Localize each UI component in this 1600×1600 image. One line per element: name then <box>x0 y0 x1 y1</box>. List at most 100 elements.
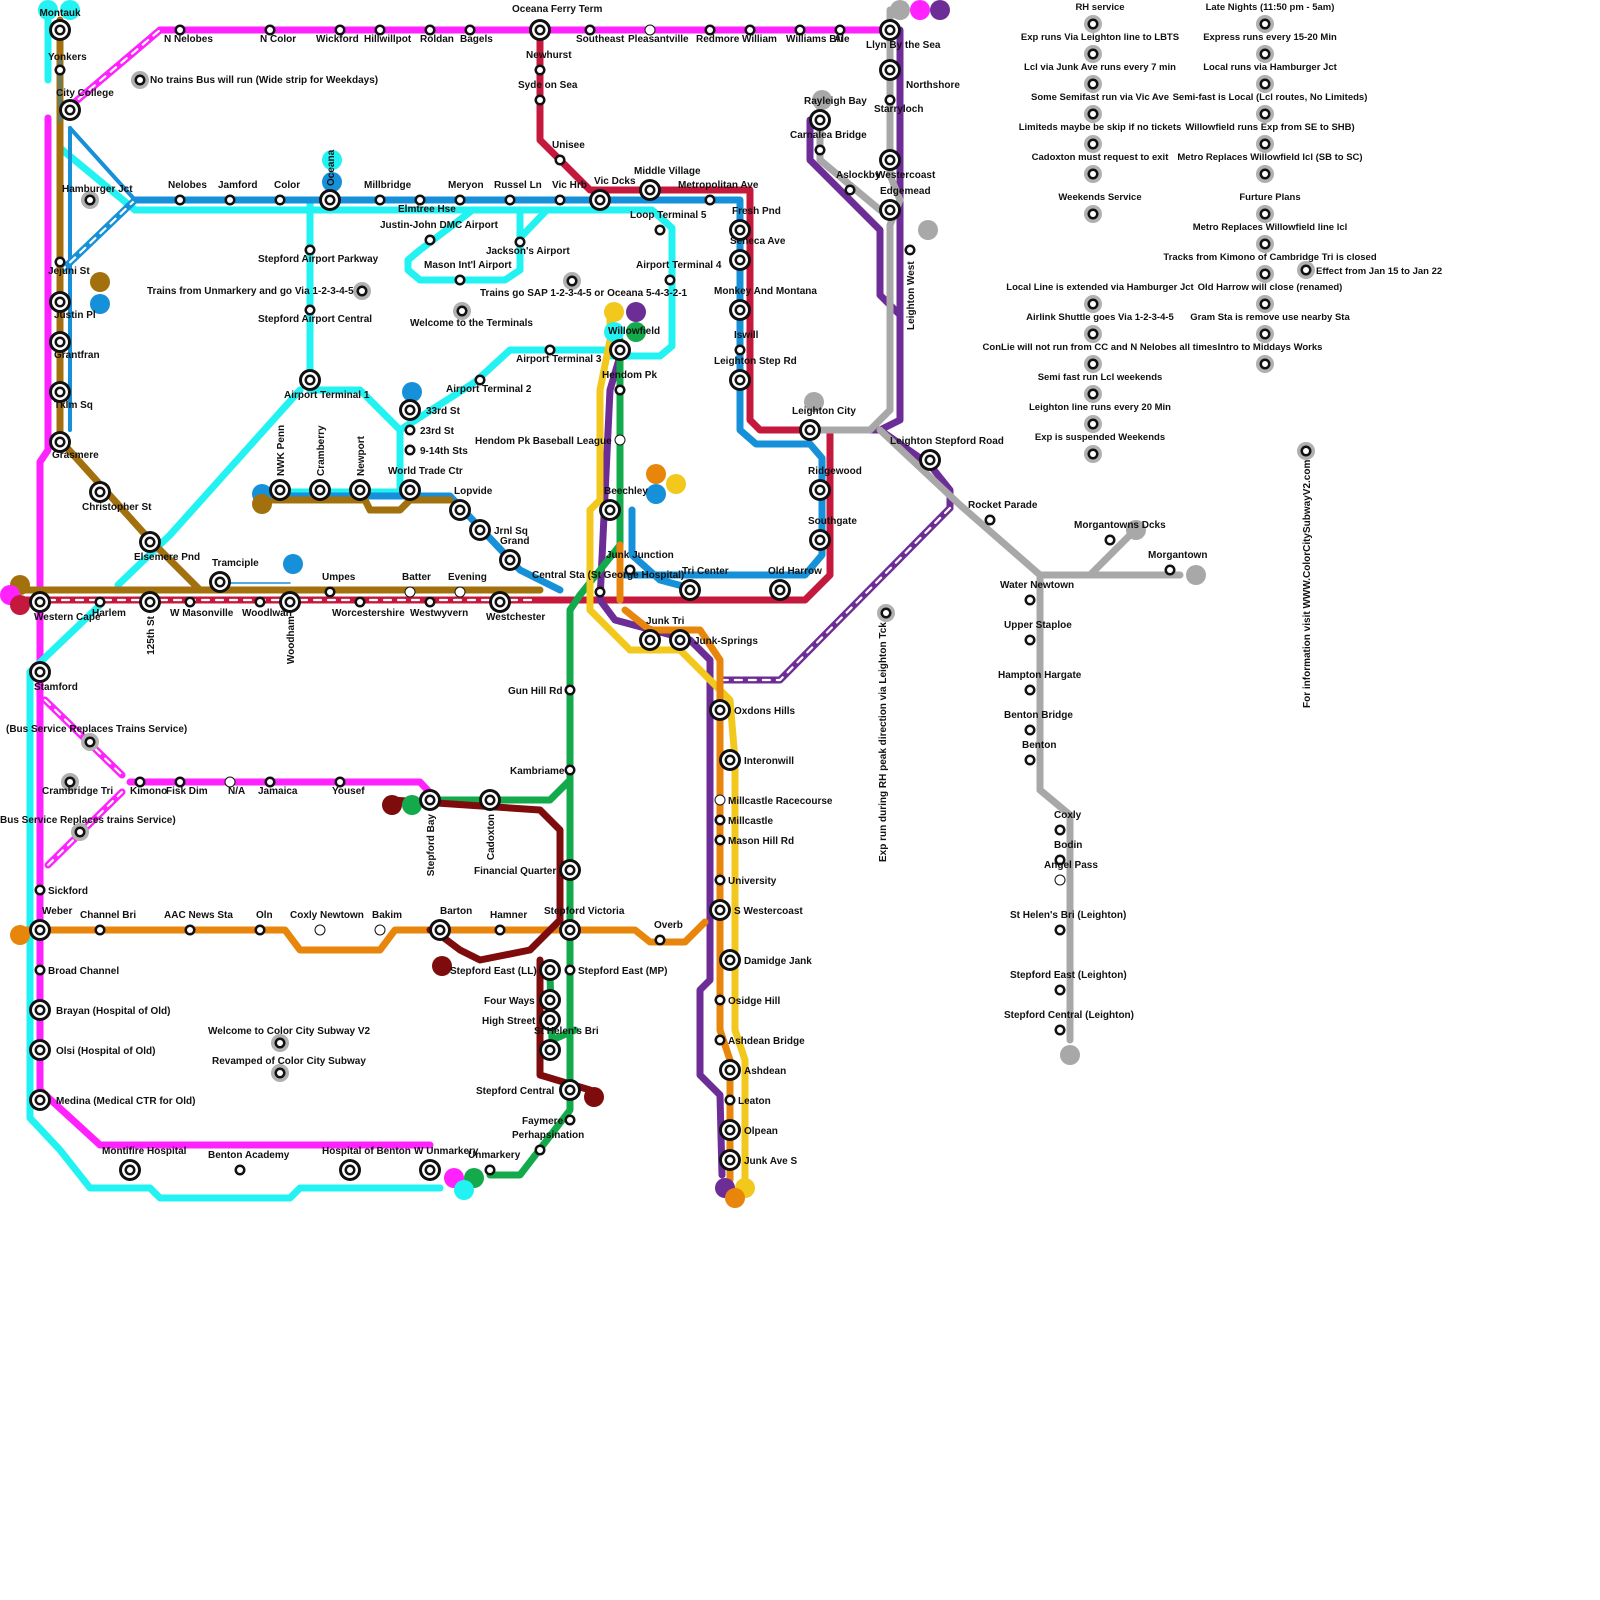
station-oxdons-hills[interactable] <box>709 699 731 721</box>
station-morgantowns-dcks[interactable] <box>1104 534 1116 546</box>
station-benton[interactable] <box>1024 754 1036 766</box>
station-edgemead[interactable] <box>879 199 901 221</box>
station-water-newtown[interactable] <box>1024 594 1036 606</box>
station-evening[interactable] <box>454 586 466 598</box>
station-benton-bridge[interactable] <box>1024 724 1036 736</box>
station-western-cape[interactable] <box>29 591 51 613</box>
station-hampton-hargate[interactable] <box>1024 684 1036 696</box>
station-old-harrow[interactable] <box>769 579 791 601</box>
station-loop-terminal-5[interactable] <box>654 224 666 236</box>
station-ridgewood[interactable] <box>809 479 831 501</box>
station-overb[interactable] <box>654 934 666 946</box>
station-st-33[interactable] <box>399 399 421 421</box>
station-southgate[interactable] <box>809 529 831 551</box>
station-damidge-jank[interactable] <box>719 949 741 971</box>
station-university[interactable] <box>714 874 726 886</box>
station-airport-terminal-4[interactable] <box>664 274 676 286</box>
station-w-unmarkery[interactable] <box>419 1159 441 1181</box>
station-rayleigh-bay[interactable] <box>809 109 831 131</box>
station-airport-terminal-2[interactable] <box>474 374 486 386</box>
station-tramciple[interactable] <box>209 571 231 593</box>
station-roldan[interactable] <box>424 24 436 36</box>
station-woodlwan[interactable] <box>254 596 266 608</box>
station-oceana-ferry[interactable] <box>529 19 551 41</box>
station-lopvide[interactable] <box>449 499 471 521</box>
station-ale[interactable] <box>834 24 846 36</box>
station-interonwill[interactable] <box>719 749 741 771</box>
station-aac-news[interactable] <box>184 924 196 936</box>
station-na[interactable] <box>224 776 236 788</box>
station-bodin[interactable] <box>1054 854 1066 866</box>
station-carnalea-bridge[interactable] <box>814 144 826 156</box>
station-vic-hrb[interactable] <box>554 194 566 206</box>
station-upper-staploe[interactable] <box>1024 634 1036 646</box>
station-crambridge-tri[interactable] <box>61 773 79 791</box>
station-wickford[interactable] <box>334 24 346 36</box>
station-bagels[interactable] <box>464 24 476 36</box>
station-stepford-east-mp[interactable] <box>564 964 576 976</box>
station-medina[interactable] <box>29 1089 51 1111</box>
station-redmore[interactable] <box>704 24 716 36</box>
station-leighton-city[interactable] <box>799 419 821 441</box>
station-barton[interactable] <box>429 919 451 941</box>
station-willowfield[interactable] <box>609 339 631 361</box>
station-financial-quarter[interactable] <box>559 859 581 881</box>
station-weber[interactable] <box>29 919 51 941</box>
station-st-23[interactable] <box>404 424 416 436</box>
station-perhapsination[interactable] <box>534 1144 546 1156</box>
station-s-westercoast[interactable] <box>709 899 731 921</box>
station-olpean[interactable] <box>719 1119 741 1141</box>
station-monkey-montana[interactable] <box>729 299 751 321</box>
station-syde-on-sea[interactable] <box>534 94 546 106</box>
station-junk-junction[interactable] <box>624 564 636 576</box>
station-cadoxton[interactable] <box>479 789 501 811</box>
station-gun-hill-rd[interactable] <box>564 684 576 696</box>
station-junk-tri[interactable] <box>639 629 661 651</box>
station-st-9-14[interactable] <box>404 444 416 456</box>
station-stepford-east-ll[interactable] <box>539 959 561 981</box>
station-worcestershire[interactable] <box>354 596 366 608</box>
station-unisee[interactable] <box>554 154 566 166</box>
station-n-nelobes[interactable] <box>174 24 186 36</box>
station-harlem[interactable] <box>94 596 106 608</box>
station-hillwillpot[interactable] <box>374 24 386 36</box>
station-broad-channel[interactable] <box>34 964 46 976</box>
station-jejuni-st[interactable] <box>54 256 66 268</box>
station-montauk[interactable] <box>49 19 71 41</box>
station-stamford[interactable] <box>29 661 51 683</box>
station-junk-ave-s[interactable] <box>719 1149 741 1171</box>
station-middle-village[interactable] <box>639 179 661 201</box>
station-four-ways[interactable] <box>539 989 561 1011</box>
station-hendom-pk-baseball[interactable] <box>614 434 626 446</box>
station-leighton-west[interactable] <box>904 244 916 256</box>
station-millcastle[interactable] <box>714 814 726 826</box>
station-metropolitan-ave[interactable] <box>704 194 716 206</box>
station-morgantown[interactable] <box>1164 564 1176 576</box>
station-central-sta[interactable] <box>594 586 606 598</box>
station-rocket-parade[interactable] <box>984 514 996 526</box>
station-newhurst[interactable] <box>534 64 546 76</box>
station-aslockby[interactable] <box>844 184 856 196</box>
station-unmarkery[interactable] <box>484 1164 496 1176</box>
station-beechley[interactable] <box>599 499 621 521</box>
station-color[interactable] <box>274 194 286 206</box>
station-grantfran[interactable] <box>49 331 71 353</box>
station-jamford[interactable] <box>224 194 236 206</box>
station-iswill[interactable] <box>734 344 746 356</box>
station-williams-bri[interactable] <box>794 24 806 36</box>
station-brayan[interactable] <box>29 999 51 1021</box>
station-olsi[interactable] <box>29 1039 51 1061</box>
station-stepford-east-leighton[interactable] <box>1054 984 1066 996</box>
station-llyn[interactable] <box>879 19 901 41</box>
station-southeast[interactable] <box>584 24 596 36</box>
station-elmtree-hse[interactable] <box>414 194 426 206</box>
station-woodham[interactable] <box>279 591 301 613</box>
station-westercoast[interactable] <box>879 149 901 171</box>
station-bakim[interactable] <box>374 924 386 936</box>
station-yousef[interactable] <box>334 776 346 788</box>
station-william[interactable] <box>744 24 756 36</box>
station-cramberry[interactable] <box>309 479 331 501</box>
station-westchester[interactable] <box>489 591 511 613</box>
station-channel-bri[interactable] <box>94 924 106 936</box>
station-millbridge[interactable] <box>374 194 386 206</box>
